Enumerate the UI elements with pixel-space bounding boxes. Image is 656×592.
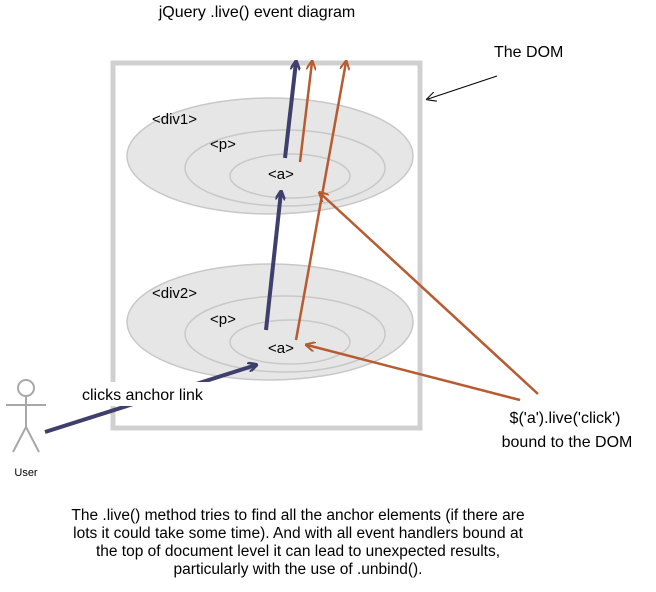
div1-ellipse [126,97,414,215]
diagram-title: jQuery .live() event diagram [158,4,356,21]
handler-arrow-a2-up [294,62,346,341]
div2-a-ellipse [229,319,351,365]
user-stick-figure-icon [6,379,46,453]
dom-pointer-arrow [428,75,498,99]
binding-label-line-2: bound to the DOM [502,434,633,451]
caption: The .live() method tries to find all the… [18,507,578,579]
div1-p-label: <p> [210,136,236,153]
caption-line-4: particularly with the use of .unbind(). [173,561,423,578]
div2-p-ellipse [184,295,386,373]
div2-group: <div2> <p> <a> [126,263,414,381]
div1-a-label: <a> [268,166,294,183]
handler-arrow-a1-up [298,62,312,163]
caption-line-2: lots it could take some time). And with … [73,525,523,542]
div1-group: <div1> <p> <a> [126,97,414,215]
div2-a-label: <a> [268,340,294,357]
bubble-arrow-a1-to-document [283,62,296,159]
handler-arrow-to-a2 [307,345,521,402]
user-label: User [14,467,38,479]
bubble-arrow-a2-to-a1 [264,192,281,331]
div1-label: <div1> [152,111,197,128]
div2-ellipse [126,263,414,381]
div1-p-ellipse [184,129,386,207]
caption-line-1: The .live() method tries to find all the… [71,507,525,524]
binding-label-line-1: $('a').live('click') [510,410,621,427]
dom-label: The DOM [494,44,563,61]
click-label-bg [78,382,218,406]
caption-line-3: the top of document level it can lead to… [95,543,501,560]
handler-arrow-to-a1 [320,193,539,395]
div1-a-ellipse [229,153,351,199]
div2-label: <div2> [152,285,197,302]
click-label: clicks anchor link [82,387,204,404]
div2-p-label: <p> [210,311,236,328]
dom-box [110,60,423,431]
